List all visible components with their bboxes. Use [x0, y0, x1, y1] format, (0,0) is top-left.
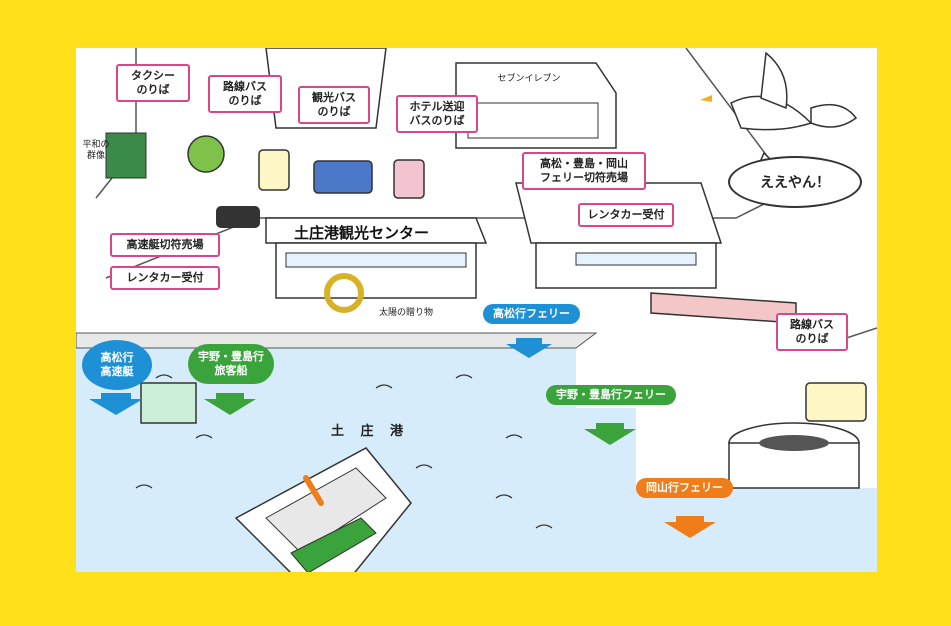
label-speedboat-ticket: 高速艇切符売場 — [110, 233, 220, 257]
seagull-icon — [700, 51, 858, 131]
label-rentacar-left: レンタカー受付 — [110, 266, 220, 290]
label-ferry-ticket: 高松・豊島・岡山フェリー切符売場 — [522, 152, 646, 190]
berth-okayama-ferry: 岡山行フェリー — [636, 478, 733, 498]
label-route-bus-right: 路線バスのりば — [776, 313, 848, 351]
label-sightseeing-bus: 観光バスのりば — [298, 86, 370, 124]
arrow-down-icon — [204, 393, 636, 445]
label-sun-gift: 太陽の贈り物 — [378, 308, 433, 318]
tourism-center-sign: 土庄港観光センター — [294, 224, 430, 242]
label-heiwa: 平和の群像 — [82, 140, 110, 162]
car-icon — [216, 206, 260, 228]
berth-uno-teshima-passenger: 宇野・豊島行旅客船 — [188, 344, 274, 384]
berth-takamatsu-ferry: 高松行フェリー — [483, 304, 580, 324]
label-taxi: タクシーのりば — [116, 64, 190, 102]
label-hotel-bus: ホテル送迎バスのりば — [396, 95, 478, 133]
map-scene — [76, 48, 877, 572]
label-rentacar-right: レンタカー受付 — [578, 203, 674, 227]
label-route-bus-left: 路線バスのりば — [208, 75, 282, 113]
port-name: 土 庄 港 — [331, 424, 410, 439]
port-map: タクシーのりば 路線バスのりば 観光バスのりば ホテル送迎バスのりば 高松・豊島… — [76, 48, 877, 572]
arrow-down-icon — [664, 516, 716, 538]
berth-takamatsu-speedboat: 高松行高速艇 — [82, 340, 152, 390]
seagull-speech-bubble: ええやん！ — [728, 156, 862, 208]
arrow-down-icon — [89, 338, 552, 415]
label-seven-eleven: セブンイレブン — [497, 74, 561, 84]
berth-uno-teshima-ferry: 宇野・豊島行フェリー — [546, 385, 676, 405]
